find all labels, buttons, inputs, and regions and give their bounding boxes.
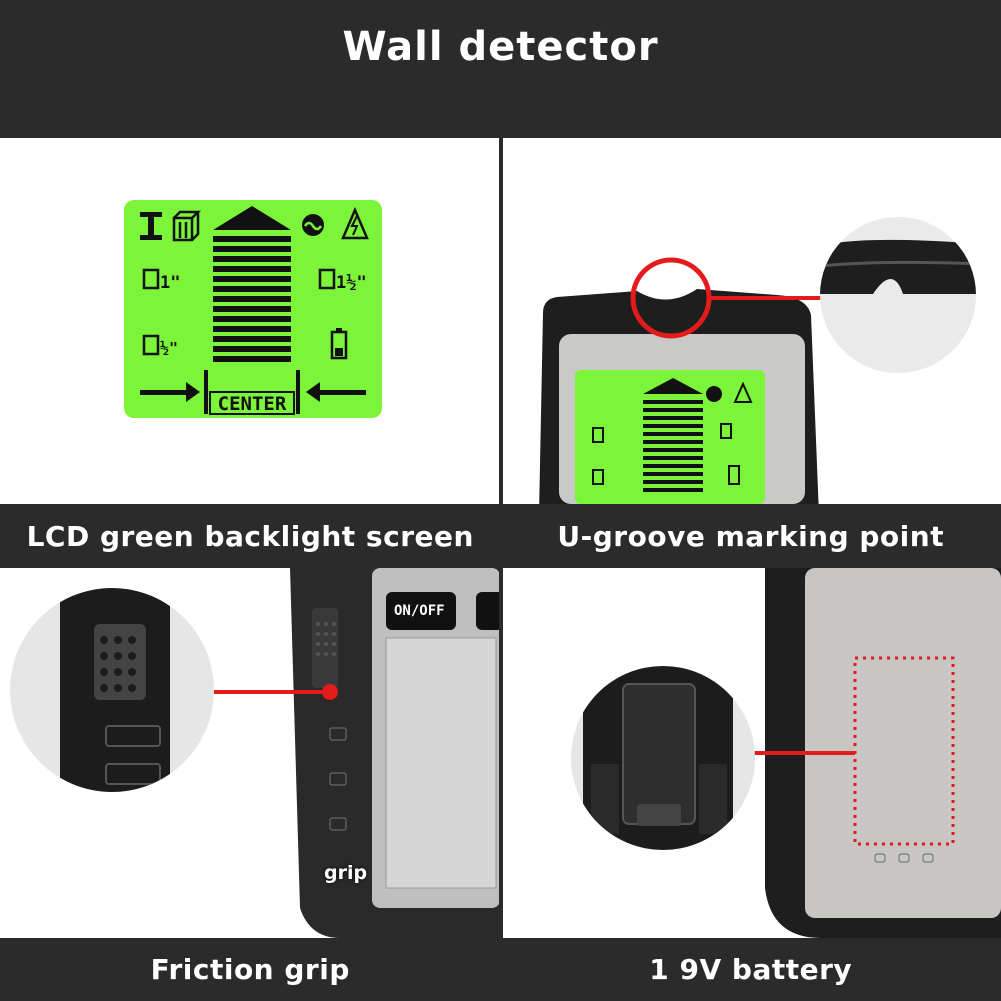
lcd-screen-illustration: 1" 1½" ½" CENTER [124,200,382,418]
metal-icon [140,212,162,240]
device-battery-icon [728,465,740,485]
panel-friction-grip: ON/OFF grip [0,568,499,938]
device-depth-icon [592,427,604,443]
on-off-button[interactable] [386,592,456,630]
svg-text:1": 1" [160,273,180,293]
svg-text:½": ½" [160,339,178,357]
device-warning-icon [733,381,753,403]
depth-1in-icon: 1" [142,268,180,293]
device-signal-meter [643,378,703,492]
grip-texture [312,608,338,688]
secondary-button[interactable] [476,592,499,630]
right-arrow-indicator [306,382,366,402]
device-back-plate [805,568,1001,918]
caption-bar-top: LCD green backlight screen U-groove mark… [0,504,1001,568]
caption-lcd: LCD green backlight screen [26,519,474,553]
page-header: Wall detector [0,0,1001,138]
left-arrow-indicator [140,382,200,402]
device-ac-icon [706,386,722,402]
battery-illustration [571,568,1001,938]
center-label: CENTER [218,393,287,415]
device-window [385,637,497,889]
ac-voltage-icon [302,214,324,236]
svg-text:1½": 1½" [336,273,367,293]
page-title: Wall detector [342,24,659,70]
depth-1-half-in-icon: 1½" [318,268,367,293]
panel-lcd-screen: 1" 1½" ½" CENTER [0,138,499,504]
caption-u-groove: U-groove marking point [557,519,945,553]
battery-icon [330,328,348,360]
device-lcd [575,370,765,504]
divider-bottom [499,568,503,938]
caption-battery: 1 9V battery [649,953,853,986]
caption-friction-grip: Friction grip [150,953,350,986]
divider-top [499,138,503,568]
panel-battery [503,568,1001,938]
caption-bar-bottom: Friction grip 1 9V battery [0,938,1001,1001]
signal-meter [213,206,291,362]
wood-icon [172,210,202,242]
on-off-label: ON/OFF [394,603,445,619]
device-depth-icon-half [592,469,604,485]
device-depth-icon-right [720,423,732,439]
panel-u-groove [503,138,1001,504]
u-groove-illustration [539,217,976,504]
depth-half-in-icon: ½" [142,334,178,357]
warning-icon [341,206,369,240]
grip-illustration [10,568,499,938]
grip-label: grip [324,862,368,884]
